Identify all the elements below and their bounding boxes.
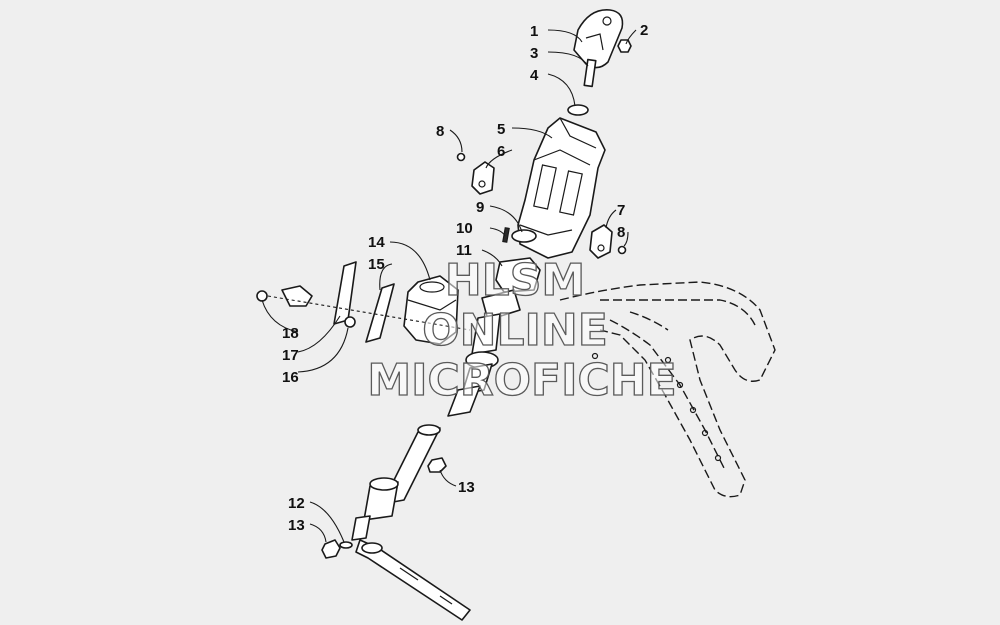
callout-2: 2 xyxy=(640,22,648,39)
part-6-clamp-left xyxy=(471,161,495,195)
part-15-plates xyxy=(333,261,395,343)
callout-3: 3 xyxy=(530,45,538,62)
lower-tie-rod xyxy=(355,539,471,621)
part-16-nut xyxy=(344,316,356,328)
callout-labels: 1 2 3 4 5 6 7 8 8 9 10 11 12 13 13 14 15… xyxy=(282,22,648,534)
callout-8-right: 8 xyxy=(617,224,625,241)
part-13-nut-lower xyxy=(321,539,341,559)
callout-11: 11 xyxy=(456,242,472,259)
part-18-screw xyxy=(256,290,268,302)
watermark-line-3: MICROFICHE xyxy=(367,355,676,406)
part-12-washer xyxy=(339,541,353,549)
callout-13-lower: 13 xyxy=(288,517,305,534)
frame-outline xyxy=(559,281,776,498)
callout-1: 1 xyxy=(530,23,538,40)
part-3-bolt xyxy=(583,58,597,88)
part-7-clamp-right xyxy=(589,224,613,259)
callout-12: 12 xyxy=(288,495,305,512)
part-4-washer xyxy=(567,104,589,116)
part-11-bushing xyxy=(495,257,541,293)
callout-6: 6 xyxy=(497,143,505,160)
callout-4: 4 xyxy=(530,67,539,84)
part-8-screw-left xyxy=(456,152,466,162)
callout-5: 5 xyxy=(497,121,505,138)
part-5-steering-post xyxy=(517,117,606,259)
callout-8-left: 8 xyxy=(436,123,444,140)
watermark-line-1: HLSM xyxy=(445,255,585,306)
part-17-bracket xyxy=(281,285,313,307)
steering-shaft-upper xyxy=(447,289,521,417)
steering-shaft-lower xyxy=(351,424,441,541)
part-8-screw-right xyxy=(617,245,627,255)
callout-7: 7 xyxy=(617,202,625,219)
callout-16: 16 xyxy=(282,369,299,386)
callout-10: 10 xyxy=(456,220,473,237)
callout-14: 14 xyxy=(368,234,385,251)
assembly-axis-line xyxy=(267,295,471,331)
callout-15: 15 xyxy=(368,256,385,273)
watermark: HLSM ONLINE MICROFICHE xyxy=(367,254,678,406)
leader-lines xyxy=(261,29,637,543)
callout-17: 17 xyxy=(282,347,299,364)
watermark-line-2: ONLINE xyxy=(422,305,608,356)
part-13-bolt-upper xyxy=(427,457,447,473)
callout-9: 9 xyxy=(476,199,484,216)
part-2-nut xyxy=(617,39,632,53)
part-14-lower-housing xyxy=(403,275,459,345)
callout-18: 18 xyxy=(282,325,299,342)
part-9-collar xyxy=(511,229,537,243)
callout-13-upper: 13 xyxy=(458,479,475,496)
